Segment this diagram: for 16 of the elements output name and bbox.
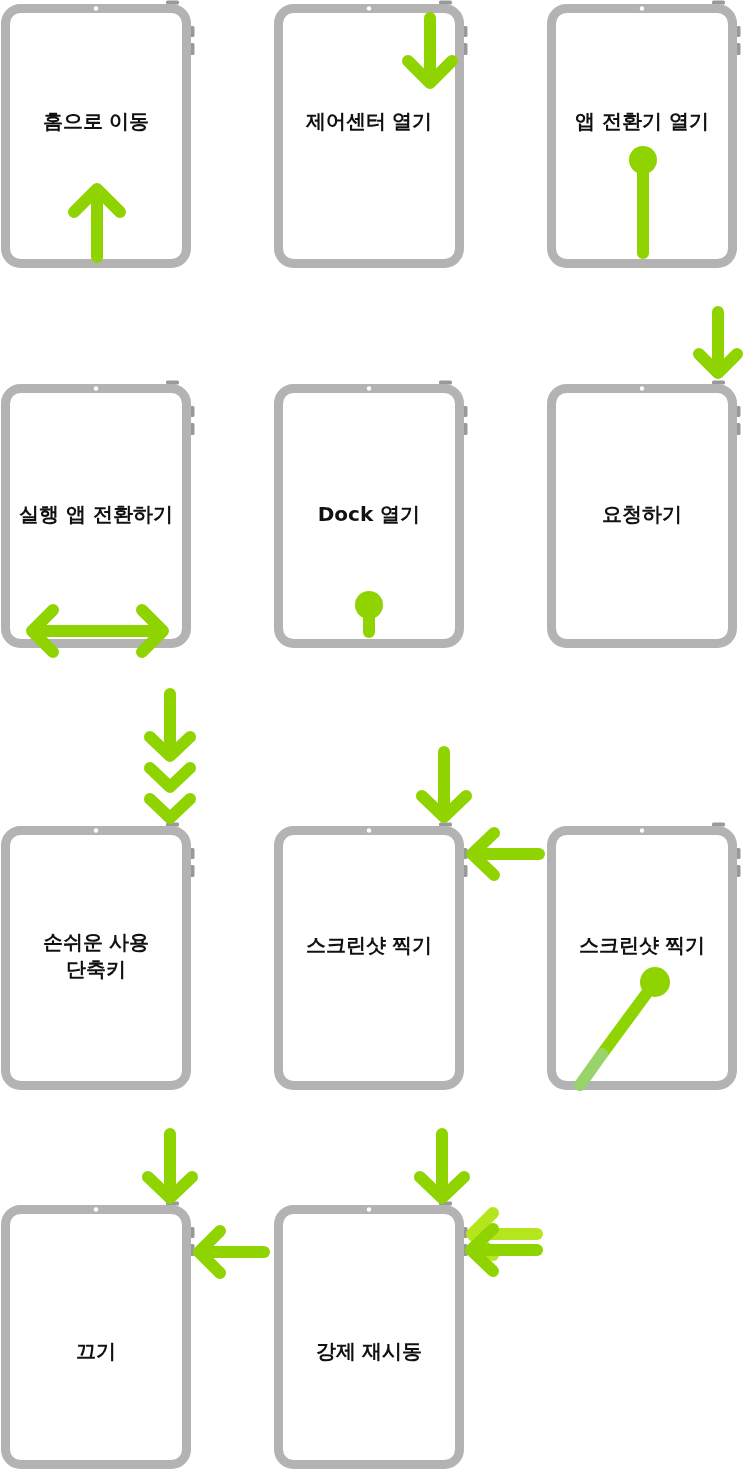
gesture-label: 손쉬운 사용 단축키: [41, 929, 151, 983]
gesture-label: 요청하기: [602, 500, 682, 528]
gesture-label: 홈으로 이동: [42, 107, 150, 135]
tablet-frame: [274, 0, 469, 268]
gesture-label: 제어센터 열기: [305, 107, 433, 135]
gesture-label: 실행 앱 전환하기: [19, 500, 173, 528]
gesture-label: 앱 전환기 열기: [575, 107, 709, 135]
gesture-label: 스크린샷 찍기: [305, 931, 433, 959]
tablet-frame: [1, 0, 196, 268]
gesture-label: 끄기: [76, 1337, 116, 1365]
gesture-label: 강제 재시동: [315, 1337, 423, 1365]
gesture-label: Dock 열기: [317, 500, 421, 528]
tablet-frame: [547, 0, 742, 268]
tablet-frame: [547, 821, 742, 1090]
gesture-label: 스크린샷 찍기: [578, 931, 706, 959]
tablet-frame: [547, 379, 742, 648]
